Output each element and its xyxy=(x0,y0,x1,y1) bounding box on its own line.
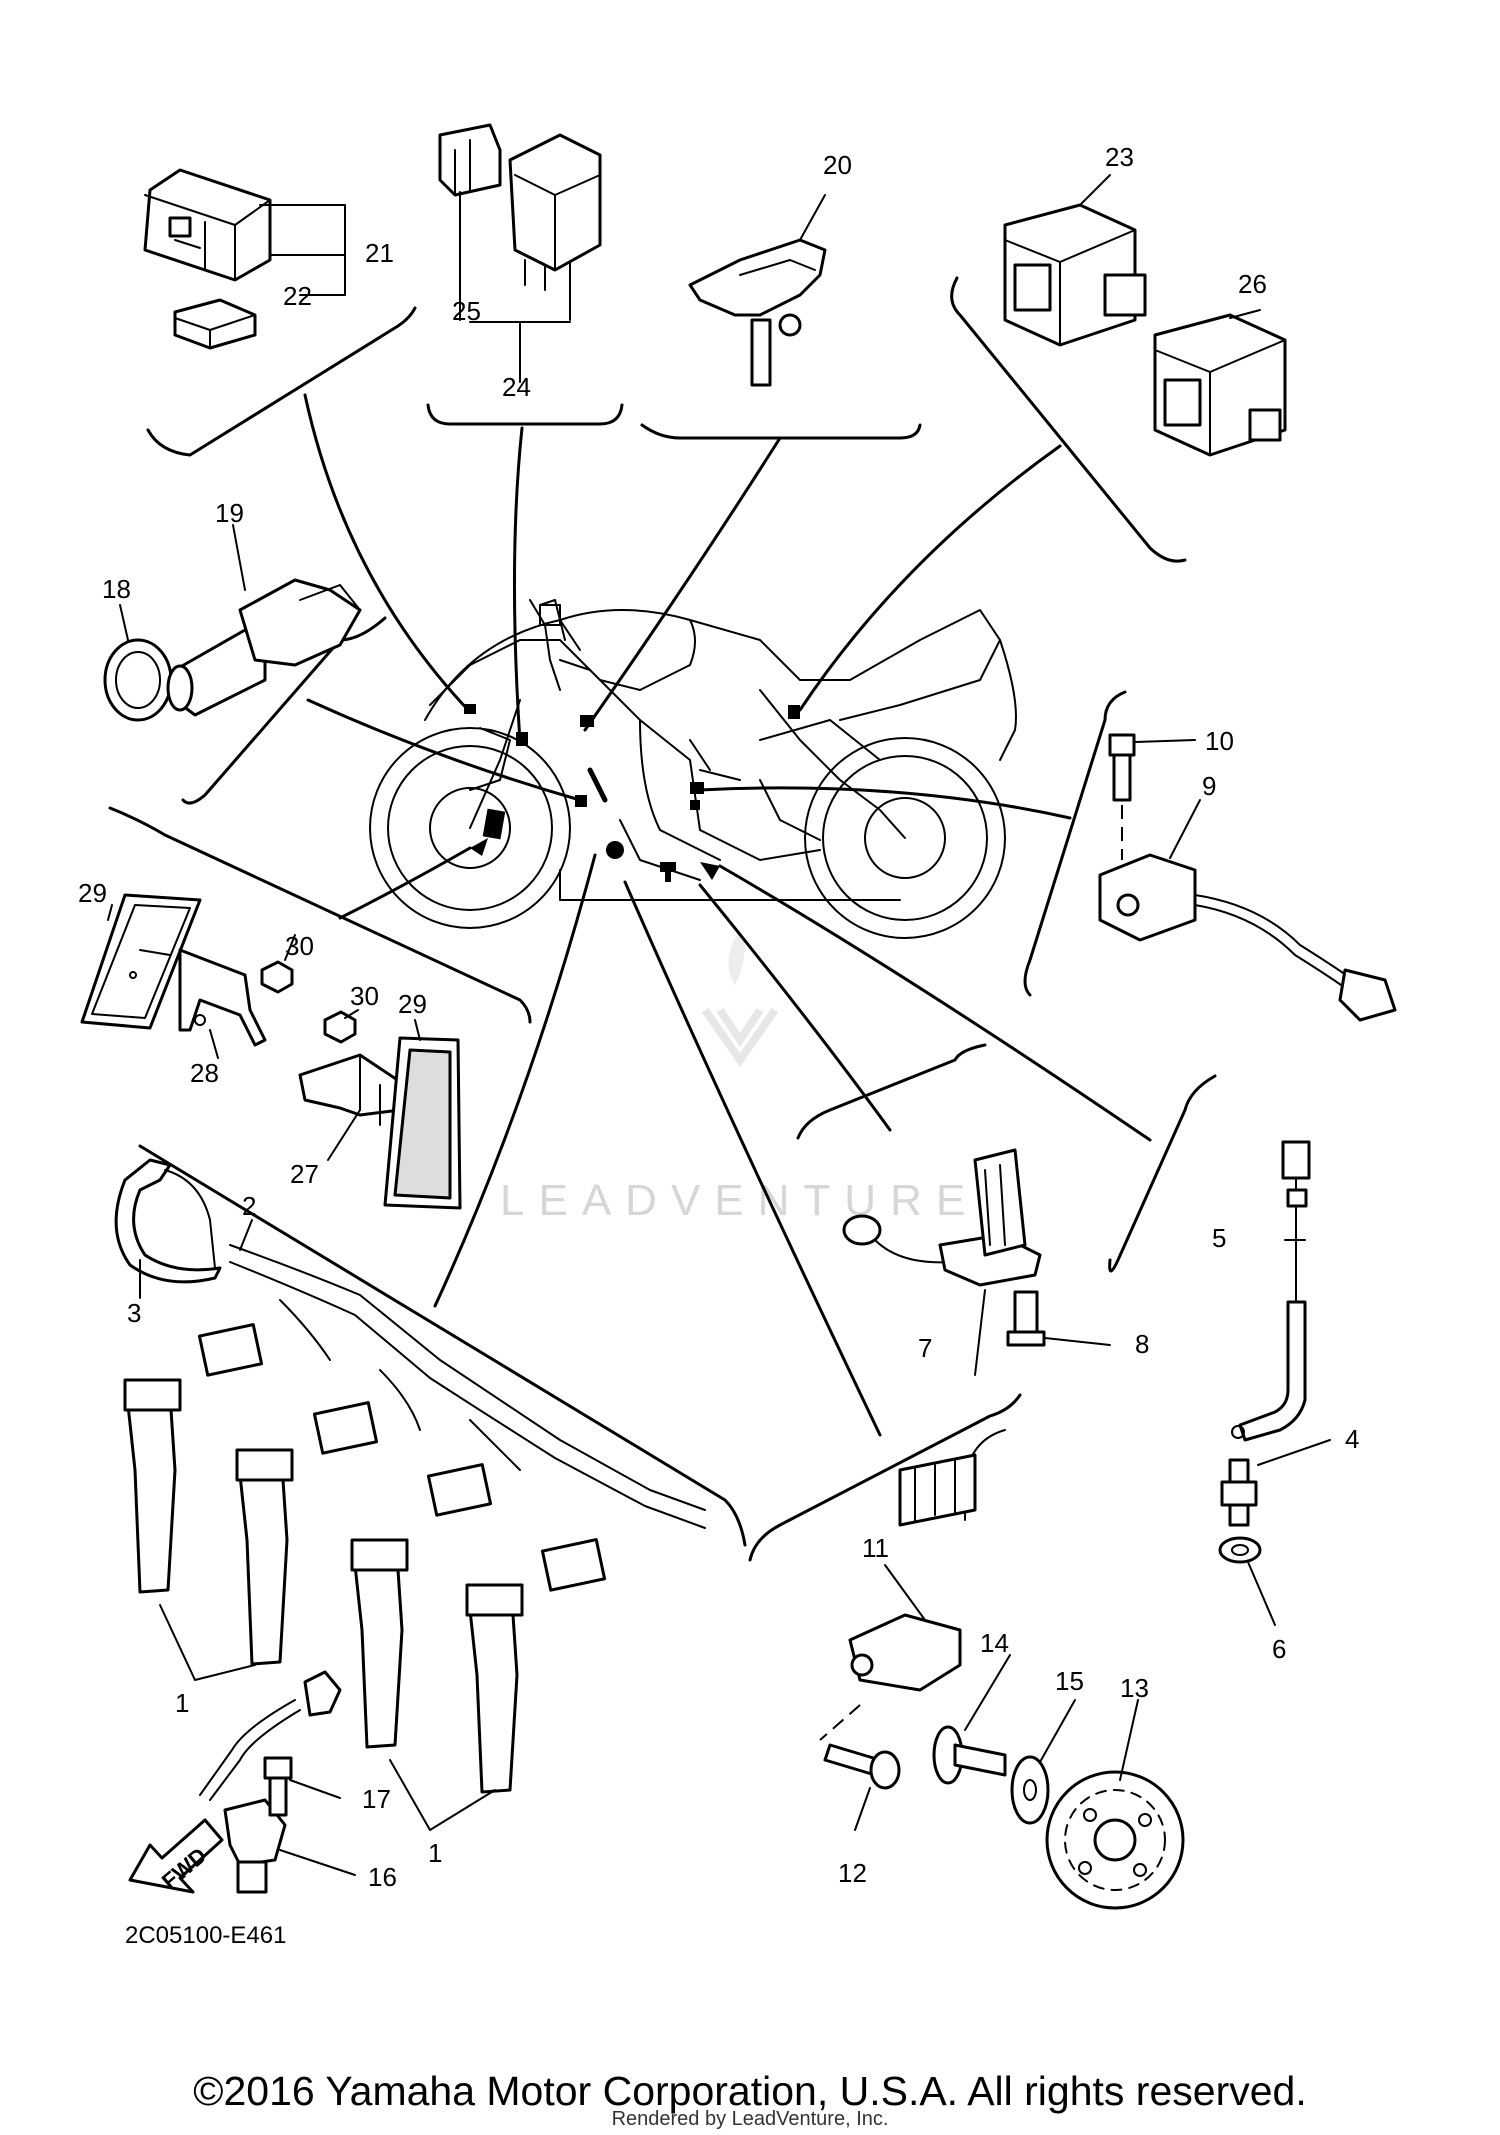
leader-lines xyxy=(303,393,1152,1437)
part-25-relay-cover xyxy=(438,123,502,197)
part-8-bolt xyxy=(1006,1290,1046,1347)
label-15: 15 xyxy=(1055,1666,1084,1696)
part-22-cover xyxy=(173,298,257,350)
label-9: 9 xyxy=(1202,771,1216,801)
watermark-logo xyxy=(701,930,779,1067)
part-12-bolt xyxy=(823,1743,901,1790)
label-13: 13 xyxy=(1120,1673,1149,1703)
part-19-temp-sensor xyxy=(166,578,362,717)
part-29-reflector-right xyxy=(383,1036,462,1210)
part-13-sprocket xyxy=(1045,1770,1185,1910)
label-17: 17 xyxy=(362,1784,391,1814)
part-11-crank-sensor xyxy=(819,1429,1006,1741)
diagram-code: 2C05100-E461 xyxy=(125,1922,286,1949)
label-27: 27 xyxy=(290,1159,319,1189)
callout-brackets xyxy=(108,276,1217,1562)
part-1-ignition-coils xyxy=(123,1378,524,1794)
label-20: 20 xyxy=(823,150,852,180)
part-30-nut-right xyxy=(323,1010,357,1044)
location-markers xyxy=(464,704,800,882)
number-leaders xyxy=(107,174,1331,1876)
label-3: 3 xyxy=(127,1298,141,1328)
label-30-left: 30 xyxy=(285,931,314,961)
label-8: 8 xyxy=(1135,1329,1149,1359)
label-12: 12 xyxy=(838,1858,867,1888)
part-10-bolt xyxy=(1108,733,1136,860)
label-1-left: 1 xyxy=(175,1688,189,1718)
label-29-right: 29 xyxy=(398,989,427,1019)
fwd-arrow-icon: FWD xyxy=(128,1818,224,1894)
part-3-clamp xyxy=(114,1158,222,1284)
label-10: 10 xyxy=(1205,726,1234,756)
label-30-right: 30 xyxy=(350,981,379,1011)
label-14: 14 xyxy=(980,1628,1009,1658)
label-5: 5 xyxy=(1212,1223,1226,1253)
label-22: 22 xyxy=(283,281,312,311)
part-5-lead-wire xyxy=(1231,1140,1311,1442)
part-2-wire-harness xyxy=(197,1244,706,1592)
part-9-sensor xyxy=(1098,853,1397,1022)
label-11: 11 xyxy=(862,1533,889,1563)
watermark-text: LEADVENTURE xyxy=(500,1176,979,1225)
label-25: 25 xyxy=(452,296,481,326)
label-21: 21 xyxy=(365,238,394,268)
label-19: 19 xyxy=(215,498,244,528)
label-16: 16 xyxy=(368,1862,397,1892)
label-6: 6 xyxy=(1272,1634,1286,1664)
part-23-control-unit xyxy=(1003,203,1147,347)
label-1-right: 1 xyxy=(428,1838,442,1868)
label-24: 24 xyxy=(502,372,531,402)
part-18-gasket xyxy=(103,638,173,722)
label-4: 4 xyxy=(1345,1424,1359,1454)
label-23: 23 xyxy=(1105,142,1134,172)
part-7-speed-sensor xyxy=(842,1148,1042,1287)
part-24-relay xyxy=(508,133,602,291)
label-2: 2 xyxy=(242,1191,256,1221)
label-28: 28 xyxy=(190,1058,219,1088)
label-29-left: 29 xyxy=(78,878,107,908)
part-30-nut-left xyxy=(260,960,294,994)
part-15-washer xyxy=(1010,1755,1050,1825)
part-28-bracket xyxy=(178,948,267,1047)
part-number-labels: 21 22 25 24 20 23 26 19 18 10 9 29 30 30… xyxy=(78,142,1359,1892)
part-6-washer xyxy=(1218,1536,1262,1564)
label-7: 7 xyxy=(918,1333,932,1363)
part-21-connector xyxy=(143,168,272,282)
part-16-sensor xyxy=(199,1670,342,1894)
part-4-switch xyxy=(1220,1458,1258,1527)
copyright-notice: ©2016 Yamaha Motor Corporation, U.S.A. A… xyxy=(193,2068,1307,2114)
part-26-control-unit xyxy=(1153,313,1287,457)
label-18: 18 xyxy=(102,574,131,604)
rendered-by-notice: Rendered by LeadVenture, Inc. xyxy=(611,2108,889,2130)
label-26: 26 xyxy=(1238,269,1267,299)
motorcycle-outline xyxy=(369,599,1017,939)
part-20-sensor xyxy=(688,238,827,387)
part-29-reflector-left xyxy=(80,893,202,1030)
part-14-bolt xyxy=(932,1725,1007,1785)
part-17-bolt xyxy=(263,1756,293,1817)
part-27-bracket xyxy=(298,1053,407,1126)
